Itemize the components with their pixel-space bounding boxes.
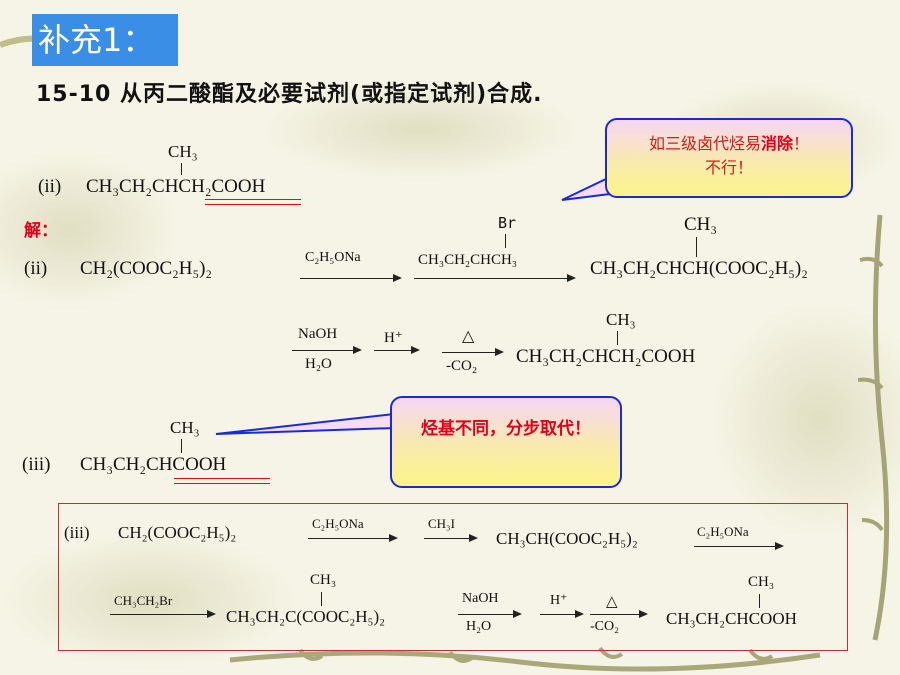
route-ii-reagent-3-bottom: H₂O xyxy=(305,356,332,372)
route-iii-reagent-5-bottom: H₂O xyxy=(466,619,492,634)
route-ii-reagent-5-top: △ xyxy=(462,328,475,345)
route-iii-box xyxy=(58,503,848,651)
callout-1-suffix: ！ xyxy=(793,134,810,153)
route-ii-label: (ii) xyxy=(24,258,48,279)
route-ii-p2-ch3: CH₃ xyxy=(606,310,636,329)
route-iii-arrow-1 xyxy=(308,534,398,542)
solution-label: 解： xyxy=(24,221,58,241)
route-iii-reagent-6: H⁺ xyxy=(550,593,568,608)
route-ii-reagent-2: CH₃CH₂CHCH₃ xyxy=(418,252,518,268)
route-ii-br-bond xyxy=(505,234,506,248)
callout-stepwise-note: 烃基不同，分步取代！ xyxy=(390,396,622,488)
route-ii-arrow-3 xyxy=(292,346,362,354)
route-iii-reagent-5-top: NaOH xyxy=(462,591,499,606)
route-iii-start: CH₂(COOC₂H₅)₂ xyxy=(118,523,237,542)
route-ii-reagent-5-bottom: -CO₂ xyxy=(446,358,478,374)
part-iii-target: CH₃CH₂CHCOOH xyxy=(80,454,227,475)
route-iii-arrow-2 xyxy=(424,534,478,542)
route-ii-start: CH₂(COOC₂H₅)₂ xyxy=(80,258,213,279)
part-iii-label: (iii) xyxy=(22,454,51,475)
route-iii-reagent-7-bottom: -CO₂ xyxy=(590,619,619,634)
route-ii-p2-bond xyxy=(617,331,618,345)
route-iii-reagent-7-top: △ xyxy=(606,594,618,610)
route-ii-product-1: CH₃CH₂CHCH(COOC₂H₅)₂ xyxy=(590,258,808,279)
route-iii-reagent-4: CH₃CH₂Br xyxy=(114,593,173,608)
callout-1-line2: 不行！ xyxy=(704,158,753,177)
route-ii-arrow-2 xyxy=(414,274,576,282)
route-iii-product-1: CH₃CH(COOC₂H₅)₂ xyxy=(496,529,638,548)
route-iii-arrow-6 xyxy=(540,610,584,618)
problem-heading: 15-10 从丙二酸酯及必要试剂(或指定试剂)合成. xyxy=(36,82,543,107)
callout-elimination-note: 如三级卤代烃易消除！ 不行！ xyxy=(605,118,853,198)
part-ii-label: (ii) xyxy=(38,176,62,197)
route-iii-reagent-2: CH₃I xyxy=(428,516,455,531)
route-iii-reagent-1: C₂H₅ONa xyxy=(312,516,364,531)
route-ii-p1-ch3: CH₃ xyxy=(684,214,718,235)
callout-1-prefix: 如三级卤代烃易 xyxy=(648,134,761,153)
route-iii-arrow-5 xyxy=(458,610,522,618)
part-ii-underline xyxy=(205,199,301,205)
route-ii-reagent-3-top: NaOH xyxy=(298,326,338,342)
route-ii-arrow-4 xyxy=(374,346,420,354)
callout-2-pointer xyxy=(215,412,395,435)
part-ii-ch3: CH₃ xyxy=(168,142,198,161)
route-iii-reagent-3: C₂H₅ONa xyxy=(697,524,749,539)
route-ii-arrow-1 xyxy=(300,274,402,282)
route-ii-reagent-1: C₂H₅ONa xyxy=(305,250,361,265)
slide-title: 补充1： xyxy=(32,14,178,66)
route-iii-label: (iii) xyxy=(64,523,90,542)
route-iii-p2-bond xyxy=(321,592,322,606)
route-iii-p3-bond xyxy=(759,594,760,608)
route-ii-arrow-5 xyxy=(442,348,504,356)
route-iii-product-3: CH₃CH₂CHCOOH xyxy=(666,609,797,628)
route-iii-p2-ch3: CH₃ xyxy=(310,572,337,588)
route-iii-arrow-4 xyxy=(110,610,216,618)
route-iii-arrow-7 xyxy=(590,610,648,618)
route-ii-reagent-4: H⁺ xyxy=(384,330,403,346)
part-ii-target: CH₃CH₂CHCH₂COOH xyxy=(86,176,266,197)
route-ii-product-2: CH₃CH₂CHCH₂COOH xyxy=(516,346,696,367)
part-iii-underline xyxy=(174,478,270,484)
route-ii-reagent-2-br: Br xyxy=(498,214,517,232)
callout-1-emph: 消除 xyxy=(760,134,793,153)
route-iii-product-2: CH₃CH₂C(COOC₂H₅)₂ xyxy=(226,607,386,626)
route-iii-arrow-3 xyxy=(694,542,784,550)
part-ii-bond xyxy=(181,163,182,175)
route-ii-p1-bond xyxy=(696,237,697,257)
route-iii-p3-ch3: CH₃ xyxy=(748,574,775,590)
part-iii-bond xyxy=(181,439,182,453)
part-iii-ch3: CH₃ xyxy=(170,418,200,437)
